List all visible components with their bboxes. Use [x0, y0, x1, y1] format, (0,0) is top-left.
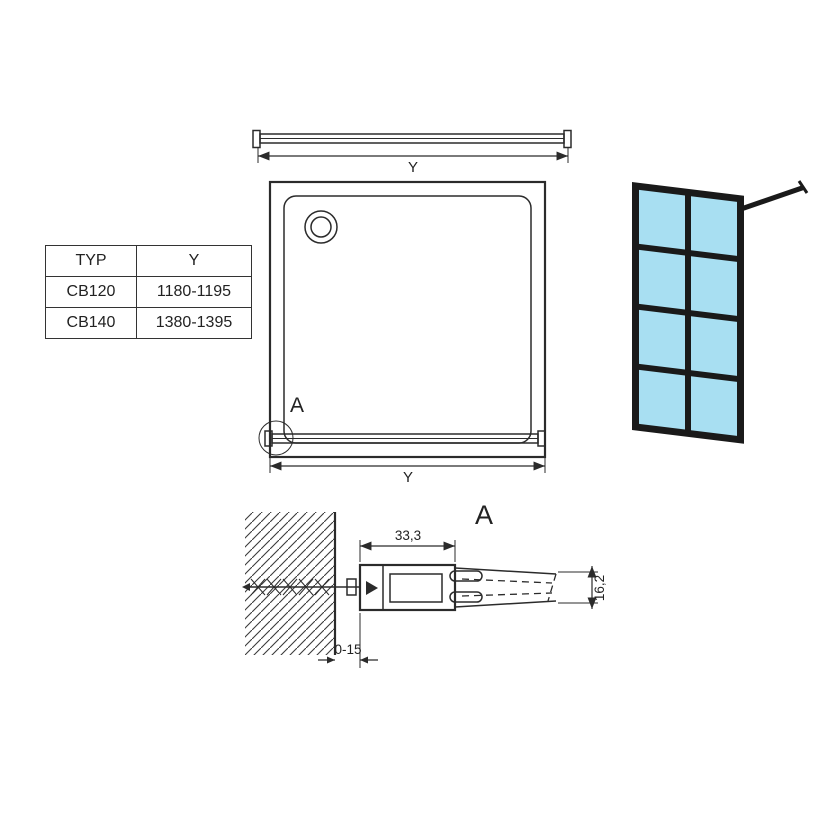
glass-pane [639, 189, 685, 250]
glass-pane [639, 369, 685, 430]
drain-icon-inner [310, 216, 332, 238]
dimension-glass-thickness: 16,2 [558, 566, 607, 609]
table-row: CB120 1180-1195 [45, 276, 252, 308]
glass-pane [691, 376, 737, 436]
dim-label-y-top: Y [408, 159, 418, 176]
dimension-profile-width: 33,3 [359, 528, 456, 562]
detail-title: A [475, 500, 493, 530]
table-cell-typ: CB140 [45, 307, 137, 339]
profile-section [358, 563, 483, 612]
dim-label-y-bottom: Y [403, 469, 413, 486]
spec-table: TYP Y CB120 1180-1195 CB140 1380-1395 [45, 245, 252, 339]
tray-inner-edge [283, 195, 532, 444]
glass-panel-3d [632, 180, 809, 444]
table-row: CB140 1380-1395 [45, 307, 252, 339]
dim-label-33: 33,3 [395, 528, 421, 543]
table-header-row: TYP Y [45, 245, 252, 277]
dim-label-0-15: 0-15 [334, 642, 361, 657]
profile-body [358, 563, 457, 612]
table-header-y: Y [136, 245, 252, 277]
anchor-icon [242, 578, 360, 596]
glass-pane [691, 196, 737, 256]
clamp-slot-top [449, 570, 483, 582]
table-cell-y: 1180-1195 [136, 276, 252, 308]
table-cell-y: 1380-1395 [136, 307, 252, 339]
support-bar-wall-flange [797, 180, 809, 194]
table-header-typ: TYP [45, 245, 137, 277]
glass-pane [639, 249, 685, 310]
support-bar [741, 185, 805, 211]
glass-pane [691, 316, 737, 376]
glass-pane [691, 256, 737, 316]
detail-circle [258, 420, 294, 456]
wall-profile-cap-left [252, 129, 261, 149]
table-cell-typ: CB120 [45, 276, 137, 308]
detail-marker-label: A [290, 394, 304, 417]
dimension-bottom-width: Y [269, 448, 546, 486]
glass-edge-in-clamp [389, 573, 443, 603]
wall-profile-cap-right [563, 129, 572, 149]
drain-icon [304, 210, 338, 244]
wall-hatch [245, 512, 335, 655]
glass-panel-top-view [252, 129, 572, 149]
clamp-slot-bottom [449, 591, 483, 603]
tray-outer-edge [268, 180, 547, 459]
dim-label-16-2: 16,2 [592, 575, 607, 601]
dimension-wall-gap: 0-15 [318, 613, 378, 668]
dimension-top-width: Y [257, 148, 569, 176]
clamp-wedge [366, 581, 378, 595]
glass-section [454, 567, 557, 608]
shower-tray [268, 180, 547, 459]
screw-head [346, 578, 357, 596]
glass-pane [639, 309, 685, 370]
detail-a-section: A [242, 500, 607, 668]
glass-panel-bottom-bar: A [258, 394, 546, 456]
